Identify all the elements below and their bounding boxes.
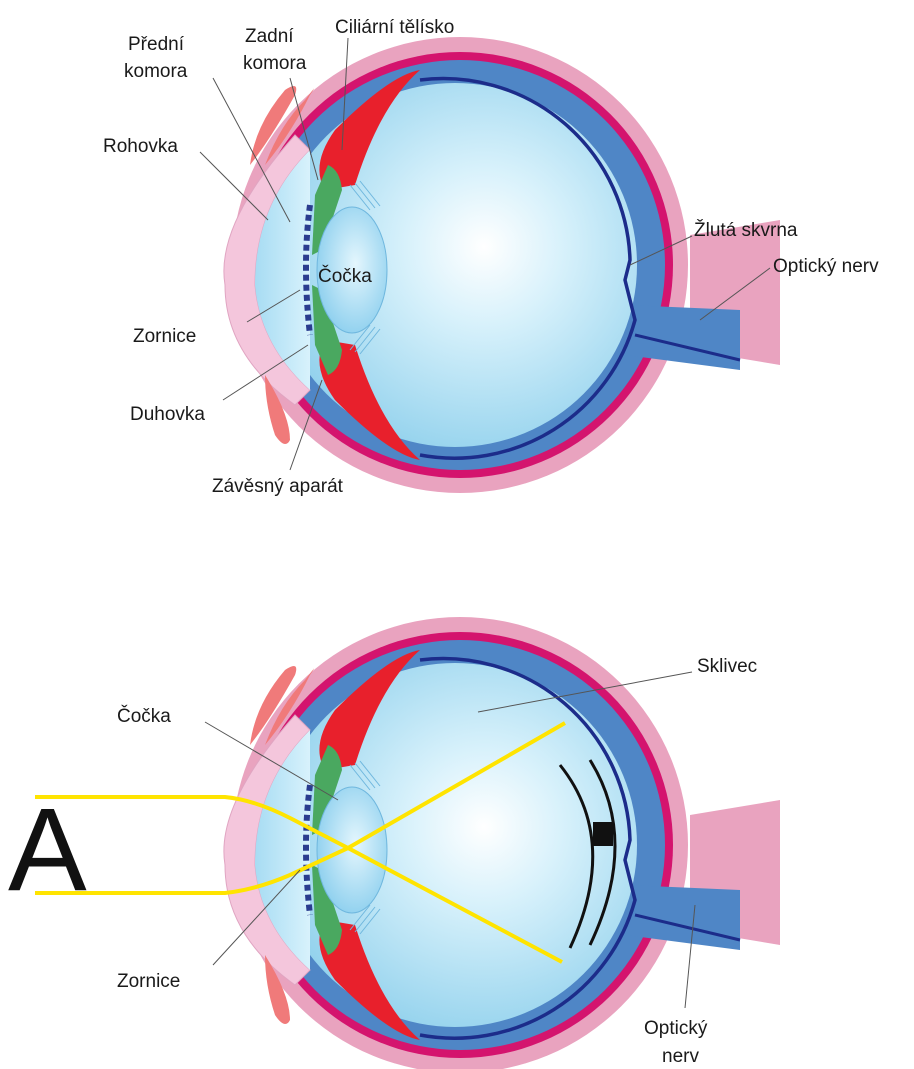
top-eye: [224, 37, 780, 493]
label-zadni-komora-1: Zadní: [245, 26, 294, 47]
label-sklivec: Sklivec: [697, 656, 757, 677]
label-zornice: Zornice: [133, 326, 196, 347]
label-zornice-bottom: Zornice: [117, 971, 180, 992]
image-bar: [593, 822, 613, 846]
label-opticky-nerv: Optický nerv: [773, 256, 879, 277]
label-zluta-skvrna: Žlutá skvrna: [694, 219, 798, 241]
label-zadni-komora-2: komora: [243, 53, 307, 74]
object-letter-a: A: [8, 784, 87, 916]
label-rohovka: Rohovka: [103, 136, 178, 157]
label-cocka: Čočka: [318, 265, 372, 287]
label-predni-komora-1: Přední: [128, 34, 185, 55]
label-zavesny-aparat: Závěsný aparát: [212, 476, 344, 497]
label-opticky-nerv-2: nerv: [662, 1046, 699, 1067]
label-duhovka: Duhovka: [130, 404, 205, 425]
label-cocka-bottom: Čočka: [117, 705, 171, 727]
label-predni-komora-2: komora: [124, 61, 188, 82]
bottom-eye: [224, 617, 780, 1069]
label-opticky-nerv-1: Optický: [644, 1018, 708, 1039]
label-ciliarni-telisko: Ciliární tělísko: [335, 17, 454, 38]
